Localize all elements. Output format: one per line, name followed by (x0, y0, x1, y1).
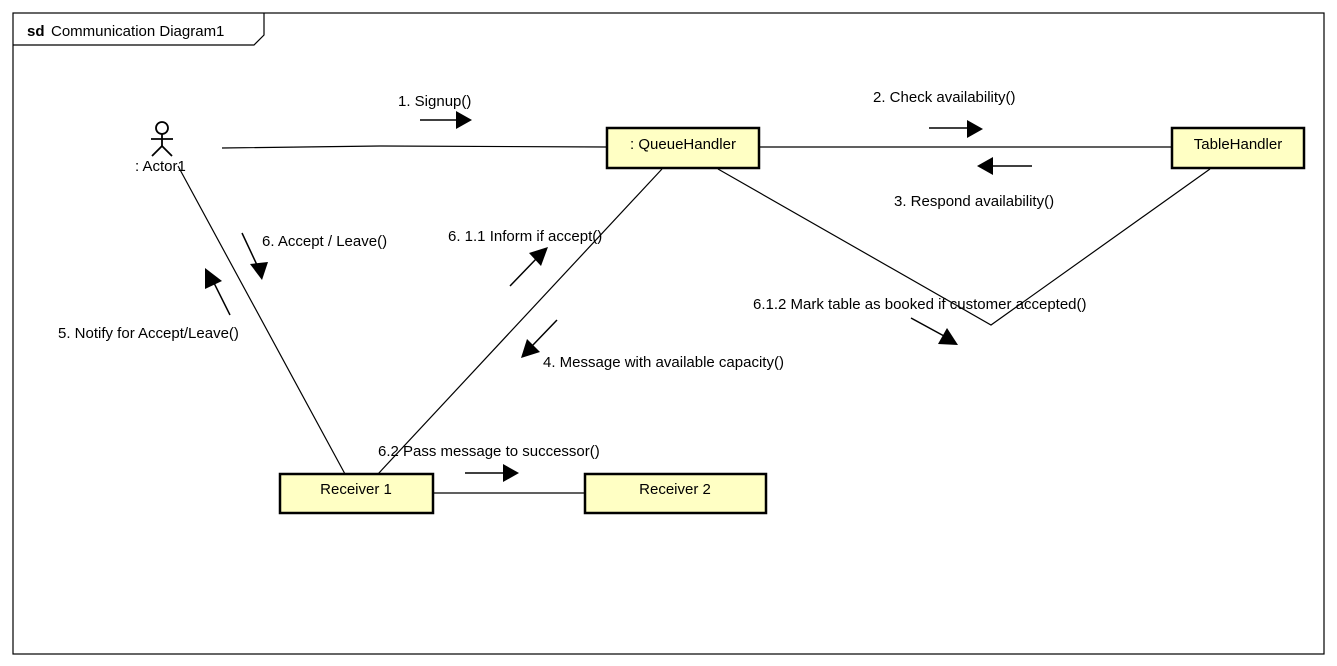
message-6-1-2-label: 6.1.2 Mark table as booked if customer a… (753, 296, 1087, 313)
tablehandler-label: TableHandler (1194, 136, 1282, 153)
queuehandler-lifeline[interactable]: : QueueHandler (605, 126, 761, 170)
link-queuehandler-tablehandler-bent[interactable] (717, 168, 1211, 326)
message-1-arrow (420, 111, 472, 129)
actor-label: : Actor1 (135, 158, 186, 175)
diagram-frame (12, 12, 1325, 655)
message-4-label: 4. Message with available capacity() (543, 354, 784, 371)
message-5-label: 5. Notify for Accept/Leave() (58, 325, 239, 342)
message-2-label: 2. Check availability() (873, 89, 1016, 106)
link-actor-queuehandler[interactable] (221, 145, 608, 149)
receiver2-label: Receiver 2 (639, 481, 711, 498)
link-actor-receiver1[interactable] (177, 165, 346, 475)
message-4-arrow (521, 319, 558, 358)
message-6-2-label: 6.2 Pass message to successor() (378, 443, 600, 460)
frame-title: Communication Diagram1 (51, 23, 224, 40)
receiver1-lifeline[interactable]: Receiver 1 (278, 472, 435, 515)
message-6-2-arrow (465, 464, 519, 482)
receiver1-label: Receiver 1 (320, 481, 392, 498)
receiver2-lifeline[interactable]: Receiver 2 (583, 472, 768, 515)
message-5-arrow (205, 268, 231, 316)
link-queuehandler-receiver1[interactable] (377, 168, 663, 475)
message-3-arrow (977, 157, 1032, 175)
message-6-1-1-label: 6. 1.1 Inform if accept() (448, 228, 602, 245)
message-1-label: 1. Signup() (398, 93, 471, 110)
message-2-arrow (929, 120, 983, 138)
message-3-label: 3. Respond availability() (894, 193, 1054, 210)
queuehandler-label: : QueueHandler (630, 136, 736, 153)
frame-tab (13, 13, 265, 46)
message-6-1-1-arrow (509, 247, 548, 287)
frame-keyword: sd (27, 23, 45, 40)
tablehandler-lifeline[interactable]: TableHandler (1170, 126, 1306, 170)
stick-figure-icon[interactable] (151, 121, 173, 157)
message-6-1-2-arrow (910, 317, 958, 345)
message-6-label: 6. Accept / Leave() (262, 233, 387, 250)
message-6-arrow (241, 232, 268, 280)
